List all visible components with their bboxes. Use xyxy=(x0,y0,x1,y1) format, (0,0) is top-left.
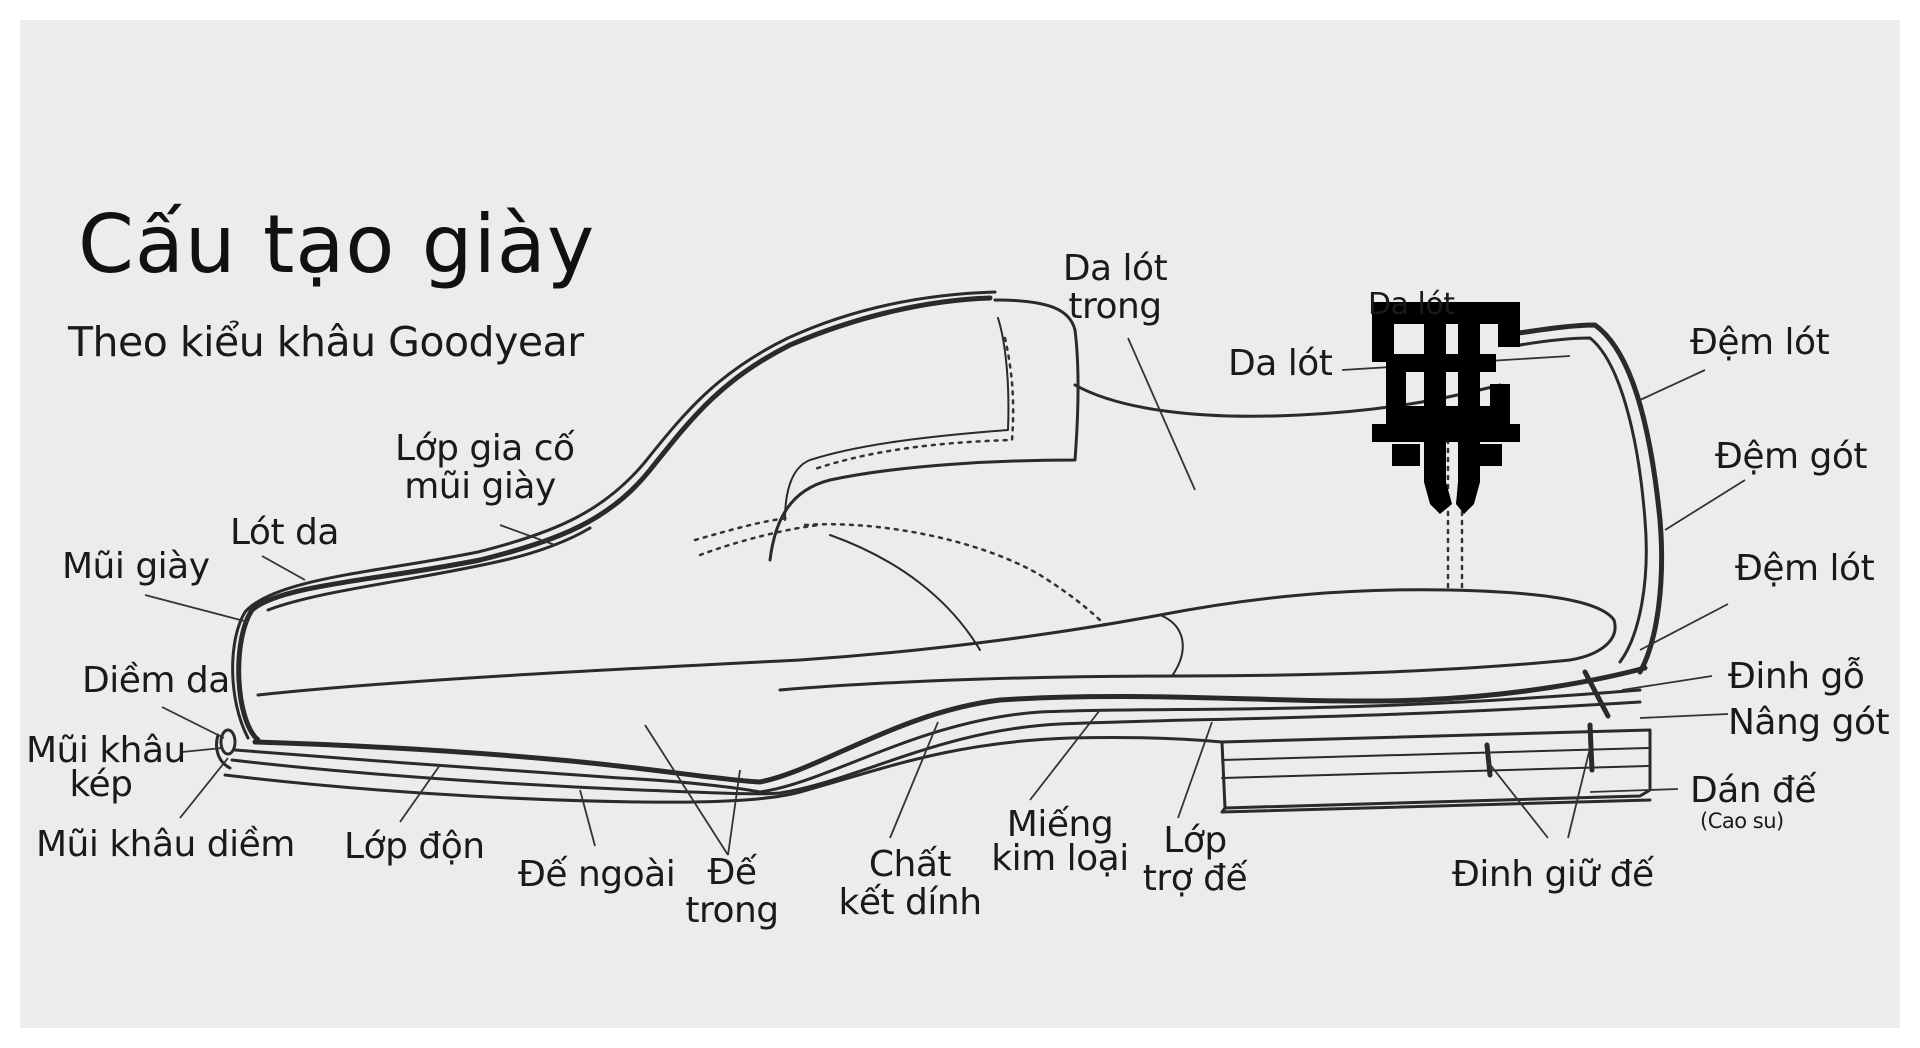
label-dan-de-note: (Cao su) xyxy=(1700,809,1784,833)
toe-front xyxy=(215,733,232,770)
welt-stitch-dot xyxy=(219,728,237,756)
label-mui-giay: Mũi giày xyxy=(62,546,210,587)
label-lop-don: Lớp độn xyxy=(344,826,485,867)
collar-inner xyxy=(784,317,1010,521)
inner-lining xyxy=(1073,383,1502,418)
label-lot-da: Lót da xyxy=(230,512,339,553)
outsole-top xyxy=(230,700,1642,796)
heel-base xyxy=(1220,798,1652,814)
footbed-step xyxy=(1159,614,1184,677)
side-stitch xyxy=(803,523,1107,627)
label-lop-gia-co: Lớp gia cố mũi giày xyxy=(395,428,575,507)
label-da-lot: Da lót xyxy=(1228,343,1333,384)
label-chat-ket-dinh: Chất kết dính xyxy=(838,844,982,923)
vamp-crease xyxy=(829,534,981,651)
label-dinh-go: Đinh gỗ xyxy=(1728,656,1865,697)
welt-line xyxy=(252,665,1648,785)
label-mui-khau-diem: Mũi khâu diềm xyxy=(36,824,295,865)
heel-layer-2 xyxy=(1221,765,1649,779)
outsole-bottom xyxy=(223,735,1224,804)
label-dem-lot-top: Đệm lót xyxy=(1690,322,1830,363)
vamp-stitch xyxy=(698,523,822,557)
label-dem-got: Đệm gót xyxy=(1715,436,1868,477)
label-da-lot-trong: Da lót trong xyxy=(1062,248,1168,327)
heel-inner xyxy=(1518,336,1648,664)
midsole-line xyxy=(233,688,1642,794)
label-de-ngoai: Đế ngoài xyxy=(518,854,676,895)
label-dem-lot-right: Đệm lót xyxy=(1735,548,1875,589)
label-dinh-giu-de: Đinh giữ đế xyxy=(1452,854,1654,895)
sole-nail-2 xyxy=(1587,722,1595,773)
label-dan-de: Dán đế xyxy=(1690,770,1817,811)
page-title: Cấu tạo giày xyxy=(78,198,596,291)
upper-outline xyxy=(236,295,993,743)
label-nang-got: Nâng gót xyxy=(1728,702,1890,743)
label-de-trong: Đế trong xyxy=(685,852,779,931)
heel-layer-1 xyxy=(1221,747,1649,761)
heel-nail xyxy=(1582,669,1611,719)
insole-top xyxy=(256,588,1617,697)
diagram-card xyxy=(20,20,1900,1028)
label-da-lot-behind-logo: Da lót xyxy=(1368,287,1455,322)
vamp-stitch-2 xyxy=(693,516,792,542)
heel-outline xyxy=(1502,322,1665,675)
page-subtitle: Theo kiểu khâu Goodyear xyxy=(68,318,584,366)
upper-inner-line xyxy=(231,290,997,740)
collar-stitch xyxy=(810,336,1015,472)
toe-cap-line xyxy=(266,526,592,612)
collar xyxy=(768,298,1080,562)
leader-lines xyxy=(144,337,1746,856)
label-mieng-kim-loai: Miếng kim loại xyxy=(991,804,1129,879)
heel-block xyxy=(1220,728,1652,810)
label-lop-tro-de: Lớp trợ đế xyxy=(1142,820,1248,899)
sole-nail-1 xyxy=(1484,742,1493,778)
label-mui-khau-kep: Mũi khâu kép xyxy=(26,730,186,805)
label-diem-da: Diềm da xyxy=(82,660,230,701)
monogram-logo xyxy=(1372,302,1520,514)
